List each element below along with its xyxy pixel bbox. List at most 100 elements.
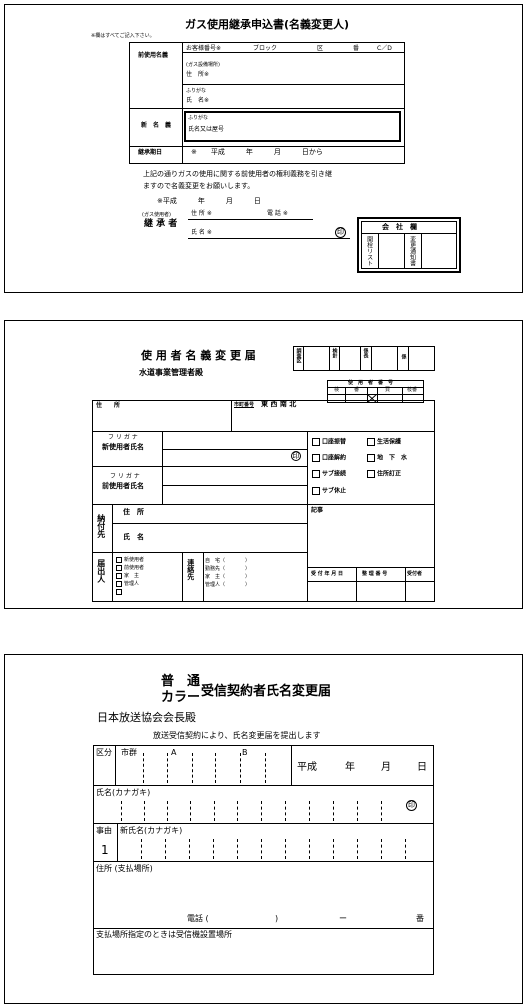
submitter-opt-landlord[interactable]: 家 主 — [116, 572, 144, 580]
address-pay-label: 住所 (支払場所) — [96, 864, 153, 873]
name-kana-label: 氏名(カナガキ) — [96, 788, 151, 797]
city-code-label: 市町番号 — [234, 402, 255, 408]
user-number-col-3: 頁 — [385, 387, 391, 393]
company-col-1: 開栓リスト — [365, 236, 373, 266]
address-label[interactable]: 住 所※ — [186, 71, 210, 78]
contact-opt-work[interactable]: 勤務先（ ） — [205, 566, 251, 572]
customer-no-label: お客様番号※ — [186, 45, 222, 52]
phone-label[interactable]: 電 話 ※ — [267, 210, 288, 217]
submitter-opt-blank[interactable] — [116, 588, 144, 596]
form3-title-line2: カラー — [161, 690, 201, 705]
check-groundwater[interactable]: 地 下 水 — [367, 454, 407, 462]
successor-label: 継 承 者 — [144, 219, 178, 229]
successor-small: (ガス使用者) — [142, 212, 171, 218]
name2-label[interactable]: 氏 名 ※ — [191, 229, 212, 236]
b-label: B — [242, 748, 248, 757]
phone-suffix: 番 — [416, 914, 424, 923]
start-date-line[interactable]: ※ 平成 年 月 日から — [191, 148, 323, 156]
approval-box-3: 係長 — [362, 348, 369, 358]
submitter-opt-new[interactable]: 新使用者 — [116, 556, 144, 564]
footer-ref-number: 整 理 番 号 — [362, 571, 388, 577]
form3-statement: 放送受信契約により、氏名変更届を提出します — [153, 731, 321, 740]
number-label: 番 — [353, 45, 360, 52]
contact-label: 連絡先 — [186, 559, 195, 580]
new-name-label: 新 名 義 — [141, 122, 172, 129]
submitter-label: 届出人 — [96, 559, 106, 583]
form3-title-main: 受信契約者氏名変更届 — [201, 684, 332, 699]
check-welfare[interactable]: 生活保護 — [367, 438, 401, 446]
name-label[interactable]: 氏 名※ — [186, 97, 210, 104]
user-number-table — [327, 380, 424, 403]
new-user-name-label: 新使用者氏名 — [102, 443, 144, 451]
block-label: ブロック — [253, 45, 278, 52]
footer-receiver: 受付者 — [407, 571, 423, 577]
phone-dash: ー — [339, 914, 347, 923]
directions-label: 東 西 南 北 — [261, 400, 297, 408]
class-label: 区分 — [96, 748, 112, 757]
user-number-col-4: 枝番 — [407, 387, 418, 393]
form1-title: ガス使用継承申込書(名義変更人) — [185, 18, 350, 31]
payer-address-label: 住 所 — [123, 508, 144, 516]
cross-mark — [367, 394, 377, 403]
seal-icon: 印 — [335, 227, 346, 238]
user-number-col-1: 検 — [334, 387, 340, 393]
contact-opt-manager[interactable]: 管理人（ ） — [205, 582, 251, 588]
start-date-label: 継承期日 — [138, 149, 163, 156]
month-label: 月 — [381, 762, 391, 773]
form2-main-grid — [92, 400, 435, 602]
approval-box-1: 調査区 — [295, 348, 302, 363]
reason-label: 事由 — [96, 826, 112, 835]
approval-boxes — [293, 346, 435, 371]
company-col-2: 変更通知書 — [408, 236, 416, 266]
furigana-label: ふりがな — [186, 88, 207, 94]
new-user-furigana: フ リ ガ ナ — [108, 434, 138, 441]
year-label: 年 — [345, 762, 355, 773]
sign-date-line[interactable]: ※平成 年 月 日 — [157, 197, 261, 205]
form-nhk-name-change: 普 通 カラー 受信契約者氏名変更届 日本放送協会会長殿 放送受信契約により、氏… — [4, 654, 523, 1004]
submitter-options: 新使用者 前使用者 家 主 管理人 — [116, 556, 144, 596]
form2-title: 使 用 者 名 義 変 更 届 — [141, 349, 256, 362]
prev-user-name-label: 前使用者氏名 — [102, 482, 144, 490]
form3-main-grid — [93, 745, 434, 975]
user-number-col-2: 番 — [354, 387, 360, 393]
contact-options: 自 宅（ ） 勤務先（ ） 家 主（ ） 管理人（ ） — [205, 557, 250, 589]
contact-opt-home[interactable]: 自 宅（ ） — [205, 558, 251, 564]
cd-label: C／D — [377, 45, 392, 52]
approval-box-2: 検針 — [331, 348, 338, 358]
check-account-cancel[interactable]: 口座解約 — [312, 454, 346, 462]
pay-place-label: 支払場所指定のときは受信機設置場所 — [96, 930, 232, 939]
name-or-org-label[interactable]: 氏名又は屋号 — [188, 126, 225, 133]
new-name-kana-label: 新氏名(カナガキ) — [120, 826, 183, 835]
check-sub-connect[interactable]: サブ接続 — [312, 470, 346, 478]
furigana-label-2: ふりがな — [188, 115, 209, 121]
address2-label[interactable]: 住 所 ※ — [191, 210, 212, 217]
new-name-inner-box — [184, 111, 401, 142]
prev-user-label: 前使用名義 — [138, 52, 169, 59]
day-label: 日 — [417, 762, 427, 773]
footer-receive-date: 受 付 年 月 日 — [311, 571, 343, 577]
phone-close: ) — [275, 914, 279, 923]
district-label: 区 — [317, 45, 324, 52]
seal-icon: 印 — [406, 800, 417, 811]
form3-title-line1: 普 通 — [161, 674, 201, 689]
payer-name-label: 氏 名 — [123, 533, 144, 541]
submitter-opt-prev[interactable]: 前使用者 — [116, 564, 144, 572]
submitter-opt-manager[interactable]: 管理人 — [116, 580, 144, 588]
check-address-fix[interactable]: 住所訂正 — [367, 470, 401, 478]
statement-line-1: 上記の通りガスの使用に関する前使用者の権利義務を引き継 — [143, 170, 332, 178]
check-account-transfer[interactable]: 口座振替 — [312, 438, 346, 446]
payer-label: 納付先 — [96, 514, 106, 538]
notes-label: 記事 — [311, 507, 324, 514]
user-number-header: 使 用 者 番 号 — [348, 380, 394, 386]
form3-addressee: 日本放送協会会長殿 — [97, 711, 196, 724]
check-sub-pause[interactable]: サブ休止 — [312, 487, 346, 495]
form2-addressee: 水道事業管理者殿 — [139, 368, 203, 377]
contact-opt-landlord[interactable]: 家 主（ ） — [205, 574, 251, 580]
reason-value[interactable]: 1 — [101, 843, 109, 857]
era-label: 平成 — [297, 762, 317, 773]
form-water-name-change: 使 用 者 名 義 変 更 届 水道事業管理者殿 調査区 検針 係長 係 使 用… — [4, 320, 523, 609]
statement-line-2: ますので名義変更をお願いします。 — [143, 182, 255, 190]
form1-main-table — [129, 42, 405, 164]
city-label: 市群 — [121, 748, 137, 757]
form-gas-succession: ガス使用継承申込書(名義変更人) ※欄はすべてご記入下さい。 前使用名義 お客様… — [4, 4, 523, 293]
